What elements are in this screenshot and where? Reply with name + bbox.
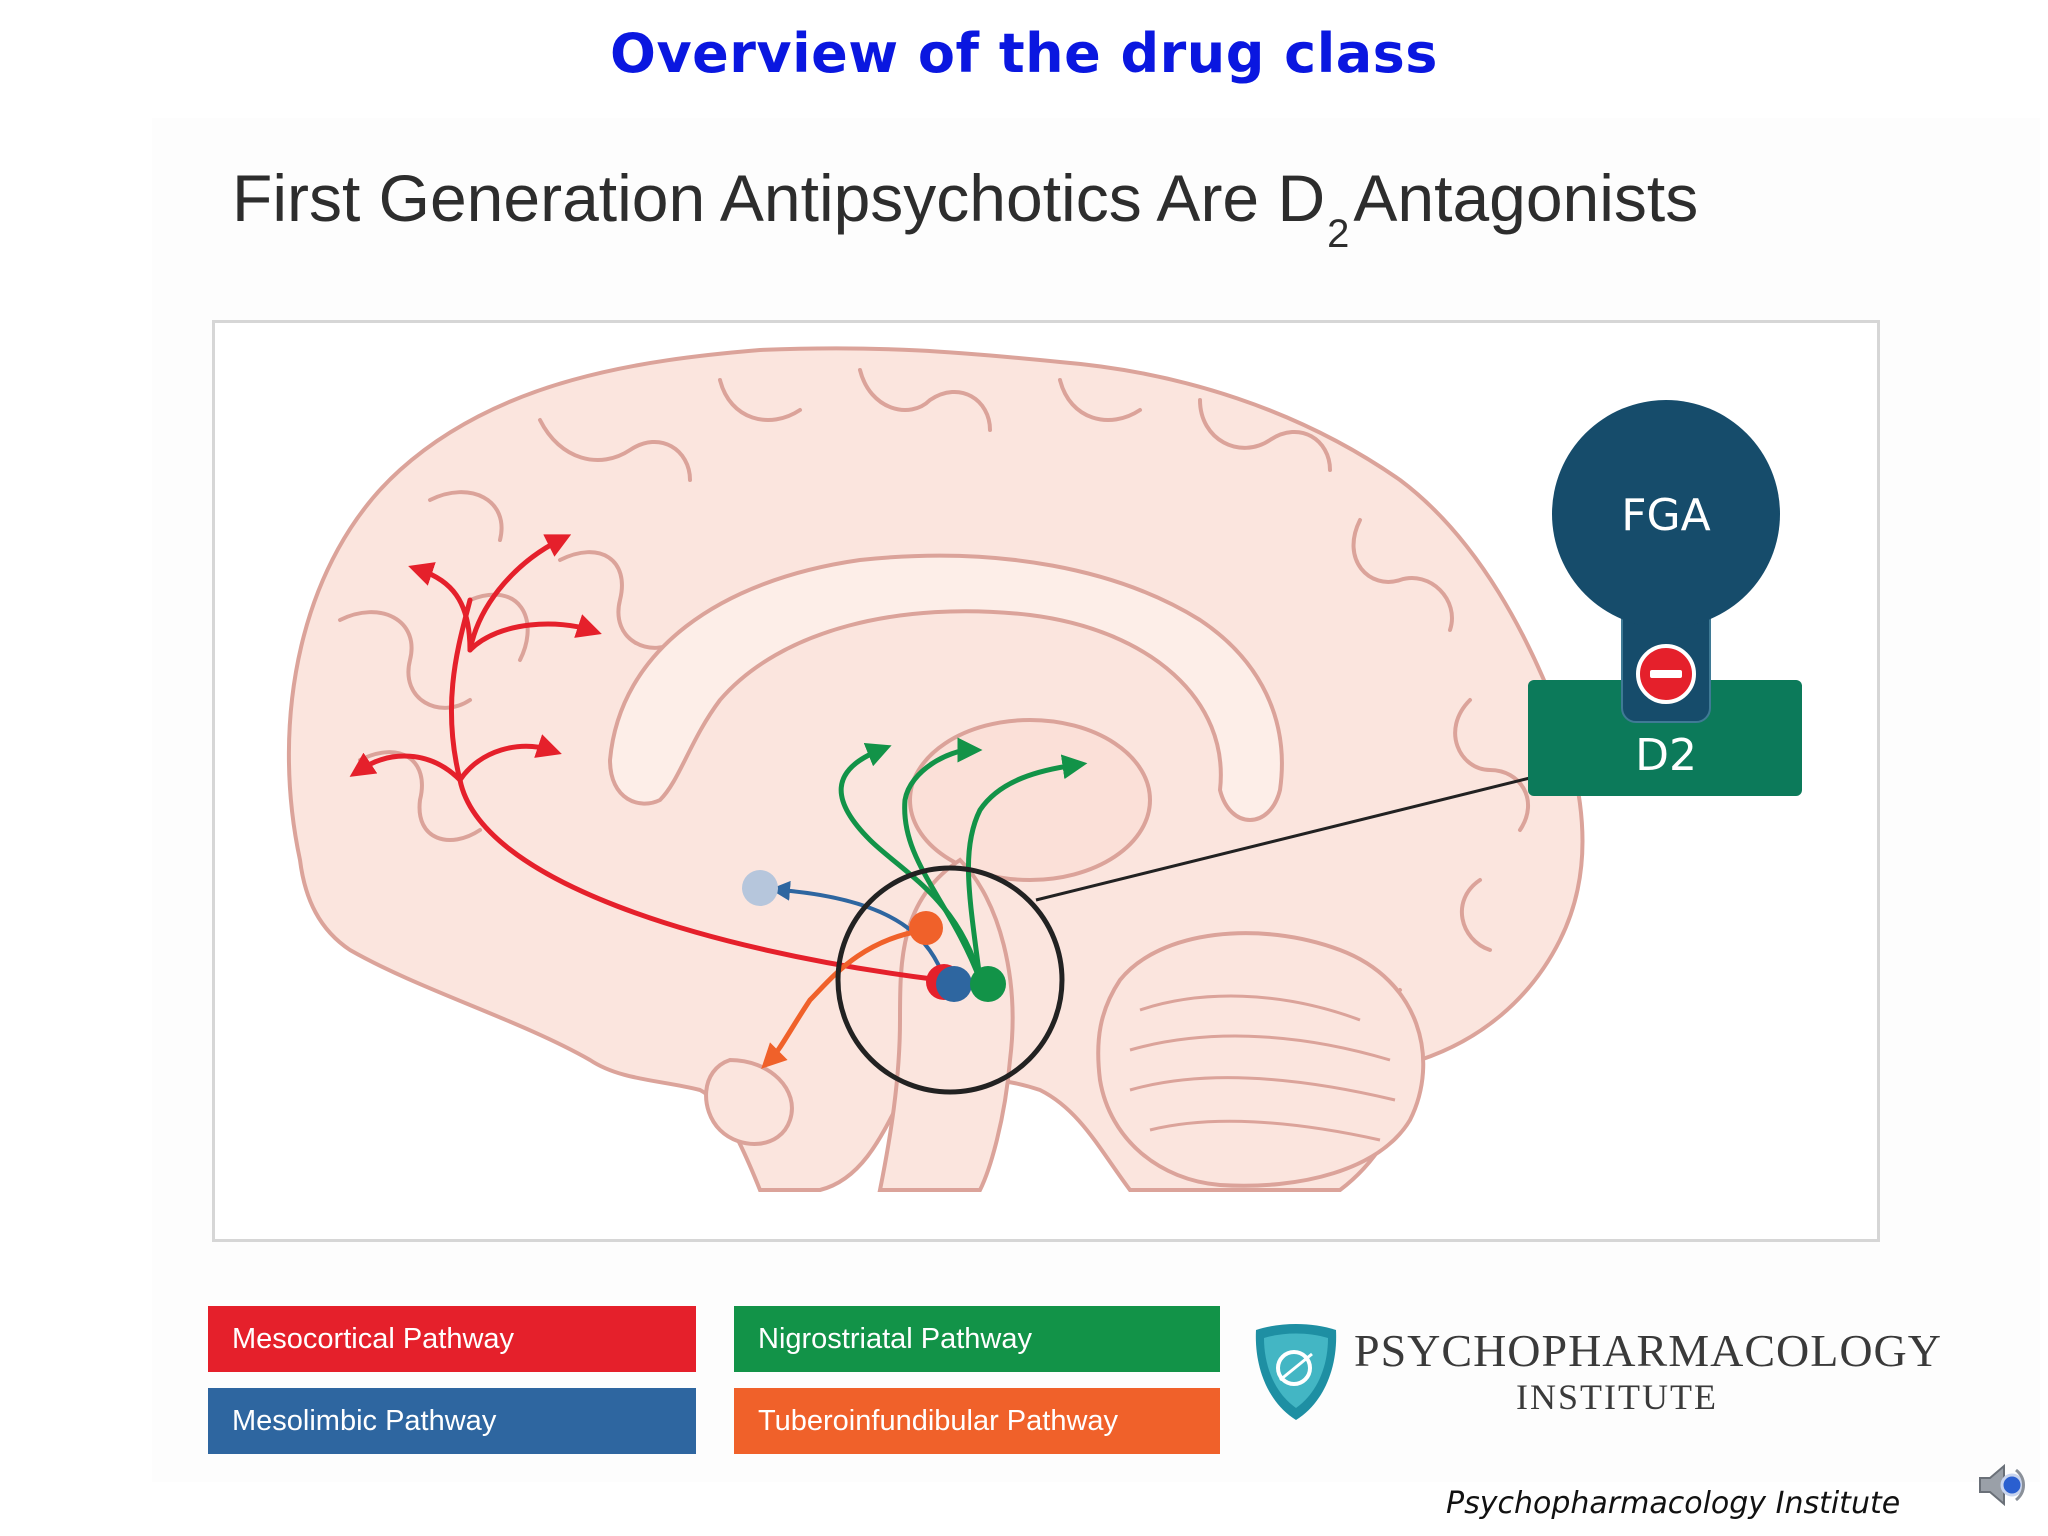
zoom-leader-line	[1035, 774, 1539, 902]
d2-label: D2	[1635, 730, 1697, 781]
nigrostriatal-node	[970, 966, 1006, 1002]
minus-bar	[1650, 670, 1682, 678]
legend-label: Mesocortical Pathway	[232, 1322, 515, 1355]
legend-nigrostriatal: Nigrostriatal Pathway	[734, 1306, 1220, 1372]
legend-label: Nigrostriatal Pathway	[758, 1322, 1032, 1355]
credit-text: Psychopharmacology Institute	[1446, 1486, 1901, 1521]
receptor-inset: FGA D2	[1528, 400, 1802, 796]
figure-title-end: Antagonists	[1353, 161, 1699, 235]
figure-title-main: First Generation Antipsychotics Are D	[232, 161, 1326, 235]
mesocortical-pathway-arrows	[349, 534, 943, 983]
d2-receptor-block	[1528, 680, 1802, 796]
corpus-callosum	[607, 553, 1284, 822]
figure-title-subscript: 2	[1327, 212, 1350, 256]
fga-circle	[1552, 400, 1780, 628]
logo-text-line1: PSYCHOPHARMACOLOGY	[1354, 1325, 1942, 1376]
slide-title: Overview of the drug class	[610, 22, 1438, 85]
brainstem	[877, 857, 1015, 1192]
brain-illustration	[286, 346, 1585, 1192]
pituitary	[704, 1057, 794, 1146]
nigrostriatal-pathway-arrows	[838, 737, 1088, 983]
legend-mesolimbic: Mesolimbic Pathway	[208, 1388, 696, 1454]
legend-tuberoinfundibular: Tuberoinfundibular Pathway	[734, 1388, 1220, 1454]
cerebellum	[1096, 931, 1426, 1188]
brain-gyri	[338, 368, 1531, 1052]
nucleus-accumbens-node	[742, 870, 778, 906]
logo-text-line2: INSTITUTE	[1516, 1377, 1718, 1417]
logo-shield-icon	[1255, 1324, 1337, 1420]
legend-mesocortical: Mesocortical Pathway	[208, 1306, 696, 1372]
tuberoinfundibular-pathway-arrow	[761, 927, 926, 1069]
figure-title: First Generation Antipsychotics Are D2An…	[232, 160, 1699, 256]
thalamus	[908, 718, 1152, 882]
fga-label: FGA	[1621, 490, 1711, 541]
mesolimbic-node	[936, 966, 972, 1002]
zoom-circle	[835, 865, 1065, 1095]
speaker-icon[interactable]	[1972, 1456, 2030, 1514]
legend-label: Tuberoinfundibular Pathway	[758, 1404, 1119, 1437]
tuberoinfundibular-node	[909, 911, 943, 945]
cerebellum-folds	[1129, 994, 1396, 1142]
legend-label: Mesolimbic Pathway	[232, 1404, 497, 1437]
